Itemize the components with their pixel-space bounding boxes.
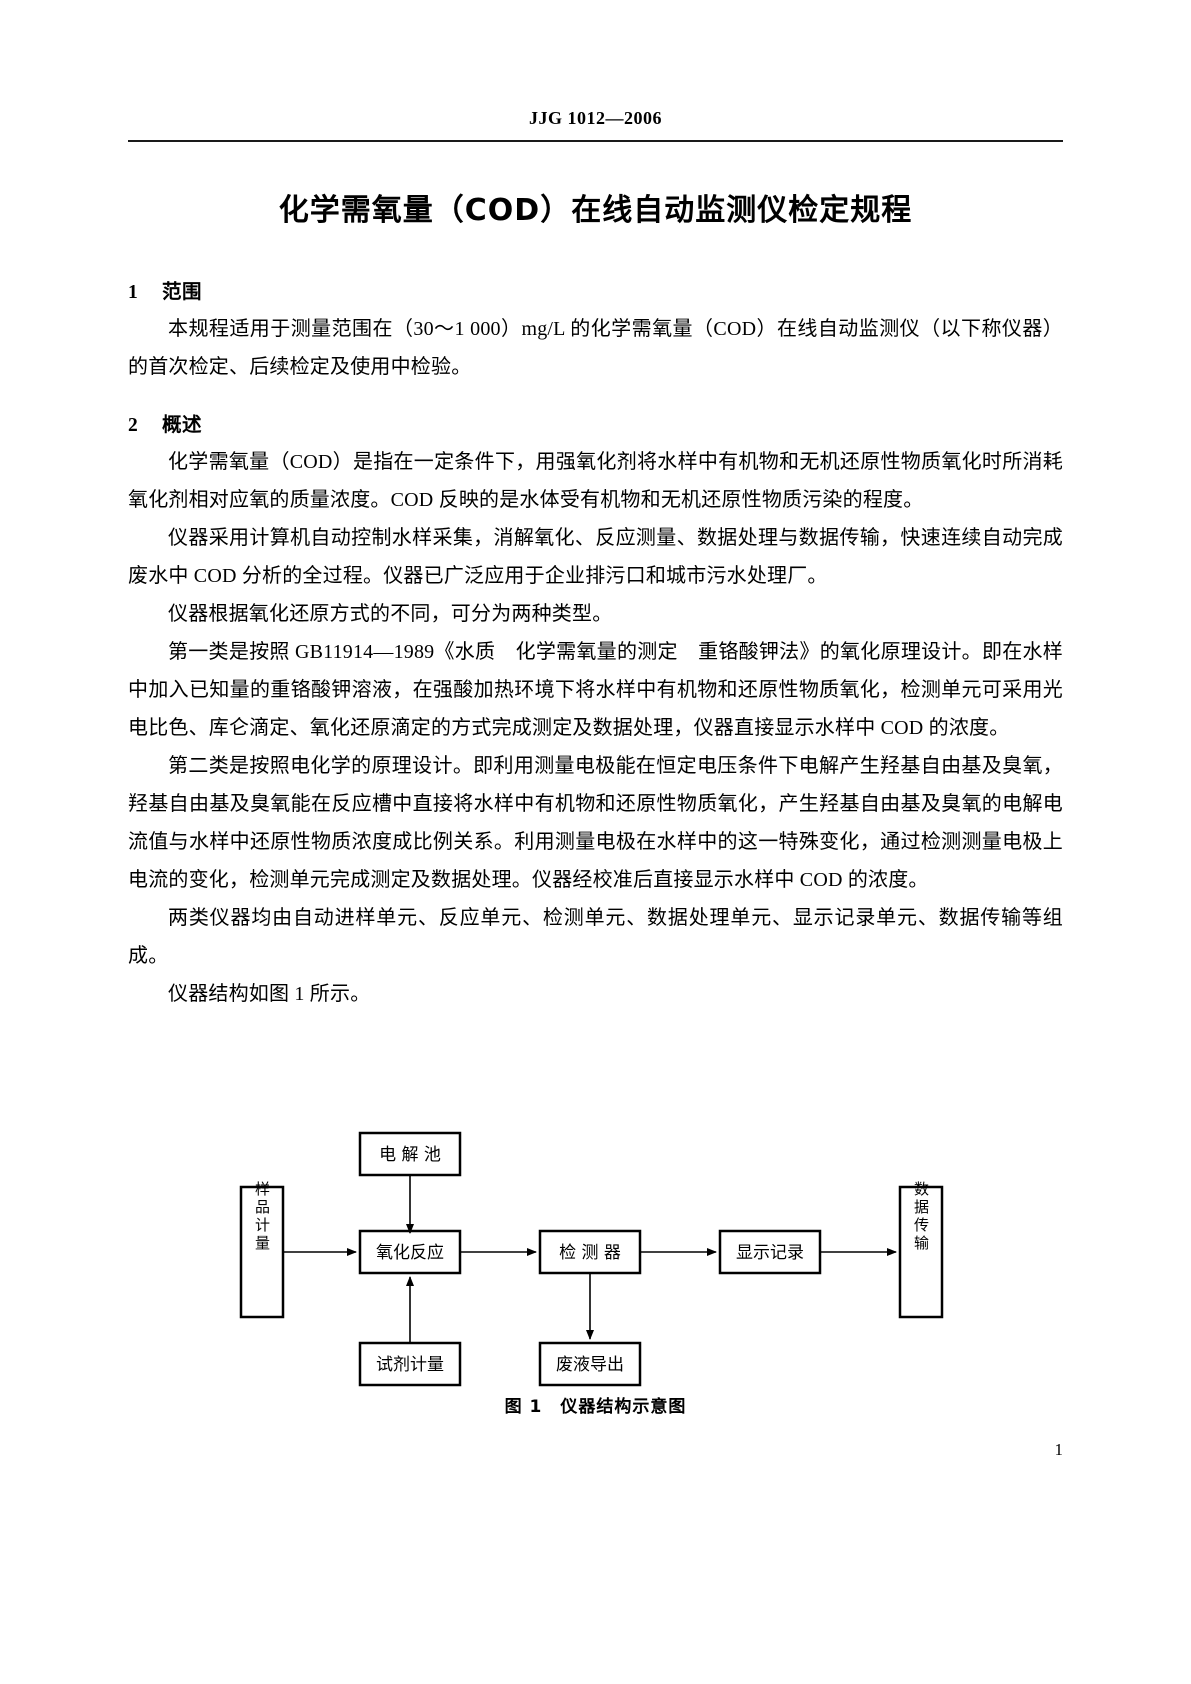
page-title: 化学需氧量（COD）在线自动监测仪检定规程 [278,193,913,228]
figure-caption: 图 1 仪器结构示意图 [128,1392,1063,1417]
paragraph-2-6: 两类仪器均由自动进样单元、反应单元、检测单元、数据处理单元、显示记录单元、数据传… [128,907,1063,967]
node-display-record-label: 显示记录 [736,1243,804,1263]
section-title-1: 范围 [162,280,203,303]
node-waste-outlet-label: 废液导出 [556,1355,624,1375]
node-sample-metering-label: 样品计量 [253,1181,271,1253]
paragraph-2-4: 第一类是按照 GB11914—1989《水质 化学需氧量的测定 重铬酸钾法》的氧… [128,641,1063,739]
node-electrolysis-cell-label: 电 解 池 [379,1145,441,1165]
document-body: 1 范围 本规程适用于测量范围在（30～1 000）mg/L 的化学需氧量（COD… [128,275,1063,1013]
section-heading-2: 2 概述 [128,408,1063,437]
node-data-transmission [898,1185,944,1319]
node-waste-outlet [538,1341,642,1387]
section-heading-1: 1 范围 [128,275,1063,304]
running-head: JJG 1012—2006 [528,108,662,128]
header-divider [128,140,1063,142]
paragraph-1-1: 本规程适用于测量范围在（30～1 000）mg/L 的化学需氧量（COD）在线自… [128,318,1063,378]
paragraph-2-1: 化学需氧量（COD）是指在一定条件下，用强氧化剂将水样中有机物和无机还原性物质氧… [128,451,1063,511]
figure-1-diagram: 电 解 池 样品计量 氧化反应 试剂计量 检 测 器 废液导出 [128,1125,1063,1425]
node-oxidation-reaction-label: 氧化反应 [376,1243,444,1263]
paragraph-2-7: 仪器结构如图 1 所示。 [168,983,371,1005]
section-number-1: 1 [128,282,139,303]
section-number-2: 2 [128,415,139,436]
instrument-structure-flowchart: 电 解 池 样品计量 氧化反应 试剂计量 检 测 器 废液导出 [239,1131,944,1387]
page-number: 1 [1054,1440,1064,1459]
paragraph-2-2: 仪器采用计算机自动控制水样采集，消解氧化、反应测量、数据处理与数据传输，快速连续… [128,527,1063,587]
figure-caption-label: 图 1 [504,1397,543,1417]
section-title-2: 概述 [162,413,203,436]
node-detector-label: 检 测 器 [559,1243,621,1263]
paragraph-2-3: 仪器根据氧化还原方式的不同，可分为两种类型。 [168,603,613,625]
node-data-transmission-label: 数据传输 [912,1181,930,1253]
node-reagent-metering-label: 试剂计量 [376,1355,444,1375]
paragraph-2-5: 第二类是按照电化学的原理设计。即利用测量电极能在恒定电压条件下电解产生羟基自由基… [128,755,1063,891]
figure-caption-text: 仪器结构示意图 [560,1397,687,1417]
